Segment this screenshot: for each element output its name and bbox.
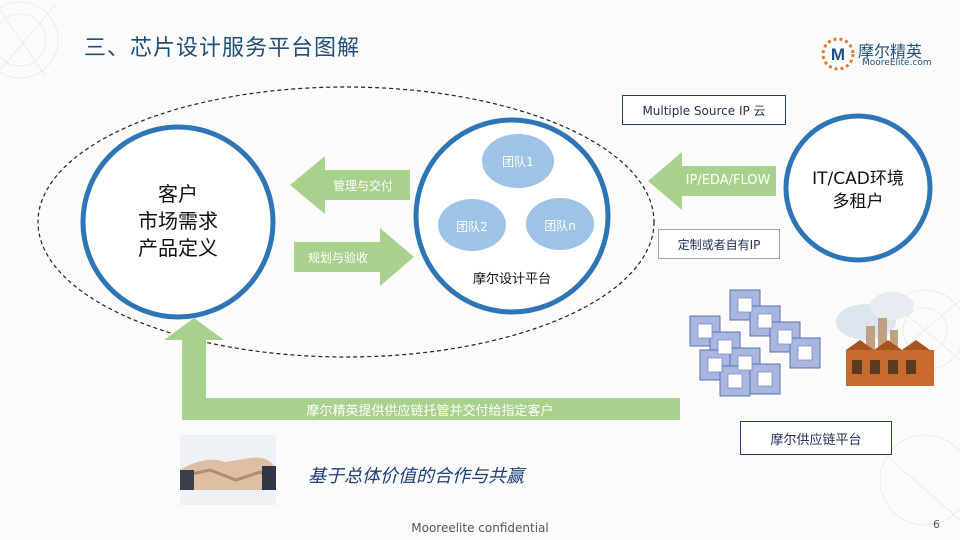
ip-cloud-box: Multiple Source IP 云 bbox=[622, 95, 786, 125]
logo-name-en: MooreElite.com bbox=[862, 58, 932, 68]
customer-line-1: 客户 bbox=[158, 182, 198, 206]
customer-label: 客户 市场需求 产品定义 bbox=[118, 181, 238, 262]
platform-circle bbox=[413, 117, 611, 315]
team-n-label: 团队n bbox=[544, 219, 576, 233]
customer-line-2: 市场需求 bbox=[138, 209, 218, 233]
supply-return-arrow bbox=[164, 318, 680, 420]
supply-platform-box: 摩尔供应链平台 bbox=[740, 421, 892, 455]
supply-return-label: 摩尔精英提供供应链托管并交付给指定客户 bbox=[306, 404, 554, 419]
itcad-label: IT/CAD环境 多租户 bbox=[800, 168, 916, 214]
page-number: 6 bbox=[933, 518, 940, 531]
team-2-bubble bbox=[438, 199, 506, 251]
itcad-line-1: IT/CAD环境 bbox=[812, 169, 904, 189]
team-1-bubble bbox=[482, 134, 554, 188]
chip-cluster-icon bbox=[689, 289, 821, 397]
page-title: 三、芯片设计服务平台图解 bbox=[84, 36, 361, 61]
custom-ip-box: 定制或者自有IP bbox=[658, 229, 780, 259]
handshake-icon bbox=[180, 435, 276, 505]
factory-icon bbox=[836, 292, 934, 386]
team-1-label: 团队1 bbox=[502, 155, 534, 169]
slogan-text: 基于总体价值的合作与共赢 bbox=[308, 466, 524, 487]
manage-deliver-arrow bbox=[290, 156, 410, 214]
ip-eda-flow-arrow bbox=[648, 152, 776, 210]
collaboration-ellipse bbox=[37, 86, 655, 358]
ip-eda-flow-label: IP/EDA/FLOW bbox=[685, 173, 771, 188]
logo-name-cn: 摩尔精英 bbox=[858, 42, 923, 61]
plan-accept-label: 规划与验收 bbox=[307, 251, 368, 265]
platform-label: 摩尔设计平台 bbox=[472, 272, 551, 287]
footer-text: Mooreelite confidential bbox=[411, 521, 549, 535]
moore-elite-logo-icon: M bbox=[821, 37, 855, 71]
logo-mark: M bbox=[831, 45, 845, 64]
customer-circle bbox=[80, 124, 276, 320]
team-2-label: 团队2 bbox=[456, 220, 488, 234]
manage-deliver-label: 管理与交付 bbox=[332, 179, 393, 193]
team-n-bubble bbox=[526, 198, 594, 250]
plan-accept-arrow bbox=[294, 228, 414, 286]
itcad-circle bbox=[783, 113, 933, 263]
customer-line-3: 产品定义 bbox=[138, 236, 218, 260]
itcad-line-2: 多租户 bbox=[832, 192, 884, 212]
